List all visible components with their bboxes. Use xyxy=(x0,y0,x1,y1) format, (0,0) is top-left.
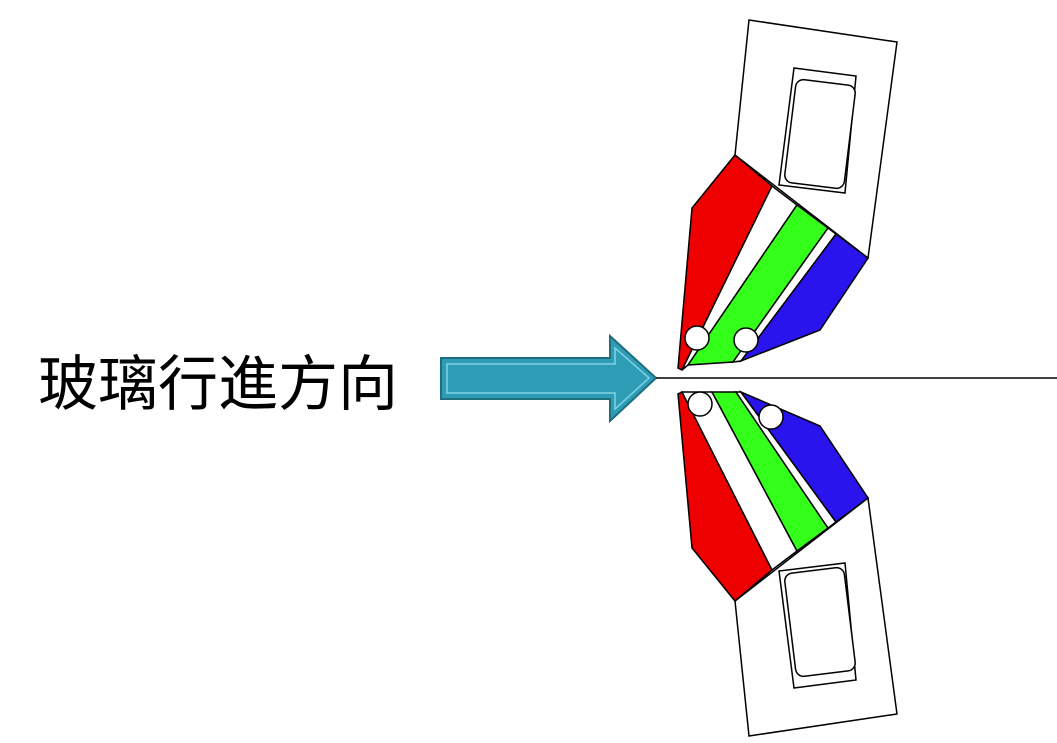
direction-arrow xyxy=(440,333,658,424)
lower-housing-window xyxy=(778,562,857,689)
upper-roller-circle-2 xyxy=(733,327,759,353)
upper-blue-wheel xyxy=(738,232,870,363)
direction-arrow-highlight xyxy=(446,346,651,411)
upper-roller-circle-1 xyxy=(684,325,710,351)
upper-housing-window xyxy=(778,67,857,194)
upper-grinding-head xyxy=(677,19,898,372)
lower-grinding-head xyxy=(677,390,898,737)
direction-arrow-body xyxy=(440,333,658,424)
lower-roller-circle-2 xyxy=(758,404,784,430)
lower-red-wheel xyxy=(677,390,773,603)
lower-roller-circle-1 xyxy=(687,391,713,417)
upper-red-wheel xyxy=(677,153,773,372)
glass-direction-label: 玻璃行進方向 xyxy=(38,350,398,420)
